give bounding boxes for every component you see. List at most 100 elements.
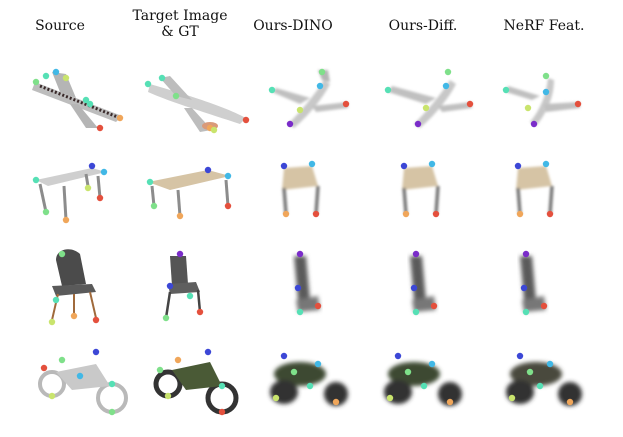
keypoints-layer: [32, 68, 582, 416]
keypoint-marker: [410, 284, 418, 292]
keypoint-marker: [404, 368, 412, 376]
keypoint-marker: [88, 162, 96, 170]
cell-airplane-source: [32, 72, 122, 128]
keypoint-marker: [42, 208, 50, 216]
keypoint-marker: [280, 162, 288, 170]
cell-chair-target: [164, 256, 202, 319]
cell-table-source: [36, 168, 106, 221]
keypoint-marker: [116, 114, 124, 122]
keypoint-marker: [422, 104, 430, 112]
keypoint-marker: [542, 88, 550, 96]
keypoint-marker: [172, 92, 180, 100]
cell-motorcycle-nerf: [506, 362, 582, 406]
keypoint-marker: [144, 80, 152, 88]
keypoint-marker: [446, 398, 454, 406]
keypoint-marker: [48, 318, 56, 326]
keypoint-marker: [204, 348, 212, 356]
keypoint-marker: [444, 68, 452, 76]
keypoint-marker: [58, 356, 66, 364]
keypoint-marker: [522, 250, 530, 258]
keypoint-marker: [156, 366, 164, 374]
keypoint-marker: [574, 100, 582, 108]
keypoint-marker: [82, 96, 90, 104]
keypoint-marker: [400, 162, 408, 170]
keypoint-marker: [108, 408, 116, 416]
keypoint-marker: [524, 104, 532, 112]
keypoint-marker: [70, 312, 78, 320]
header-ours-dino: Ours-DINO: [253, 18, 333, 34]
keypoint-marker: [224, 202, 232, 210]
keypoint-marker: [52, 68, 60, 76]
keypoint-marker: [522, 308, 530, 316]
cell-motorcycle-source: [38, 364, 128, 414]
keypoint-marker: [218, 408, 226, 416]
keypoint-marker: [296, 106, 304, 114]
keypoint-marker: [384, 86, 392, 94]
keypoint-marker: [32, 176, 40, 184]
cell-airplane-target: [148, 76, 246, 132]
keypoint-marker: [428, 360, 436, 368]
cell-motorcycle-dino: [270, 362, 348, 406]
header-ours-diff: Ours-Diff.: [388, 18, 458, 34]
keypoint-marker: [158, 74, 166, 82]
keypoint-marker: [516, 210, 524, 218]
keypoint-marker: [282, 210, 290, 218]
keypoint-marker: [430, 302, 438, 310]
keypoint-marker: [42, 72, 50, 80]
keypoint-marker: [40, 364, 48, 372]
keypoint-marker: [294, 284, 302, 292]
keypoint-marker: [92, 316, 100, 324]
header-target: Target Image & GT: [132, 8, 228, 40]
keypoint-marker: [386, 394, 394, 402]
cell-airplane-dino: [272, 70, 348, 128]
keypoint-marker: [174, 356, 182, 364]
keypoint-marker: [210, 126, 218, 134]
keypoint-marker: [62, 74, 70, 82]
keypoint-marker: [268, 86, 276, 94]
keypoint-marker: [150, 202, 158, 210]
keypoint-marker: [540, 302, 548, 310]
keypoint-marker: [566, 398, 574, 406]
keypoint-marker: [32, 78, 40, 86]
keypoint-marker: [96, 194, 104, 202]
keypoint-marker: [242, 116, 250, 124]
keypoint-marker: [164, 392, 172, 400]
keypoint-marker: [52, 296, 60, 304]
cell-table-target: [148, 170, 230, 217]
keypoint-marker: [76, 372, 84, 380]
keypoint-marker: [186, 292, 194, 300]
cell-chair-source: [51, 249, 97, 321]
cell-table-diff: [402, 166, 440, 215]
keypoint-marker: [62, 216, 70, 224]
keypoint-marker: [108, 380, 116, 388]
cell-table-dino: [282, 166, 320, 215]
keypoint-marker: [530, 120, 538, 128]
keypoint-marker: [224, 172, 232, 180]
keypoint-marker: [48, 392, 56, 400]
keypoint-marker: [96, 124, 104, 132]
keypoint-marker: [296, 250, 304, 258]
keypoint-marker: [176, 212, 184, 220]
keypoint-marker: [432, 210, 440, 218]
keypoint-marker: [196, 308, 204, 316]
keypoint-marker: [84, 184, 92, 192]
keypoint-marker: [442, 82, 450, 90]
keypoint-marker: [166, 282, 174, 290]
keypoint-marker: [414, 120, 422, 128]
keypoint-marker: [394, 352, 402, 360]
keypoint-marker: [290, 368, 298, 376]
keypoint-marker: [332, 398, 340, 406]
keypoint-marker: [176, 250, 184, 258]
keypoint-marker: [146, 178, 154, 186]
keypoint-marker: [520, 284, 528, 292]
keypoint-marker: [312, 210, 320, 218]
keypoint-marker: [92, 348, 100, 356]
keypoint-marker: [420, 382, 428, 390]
header-source: Source: [35, 18, 85, 34]
keypoint-marker: [546, 210, 554, 218]
keypoint-marker: [412, 308, 420, 316]
cell-airplane-diff: [388, 80, 472, 128]
cell-table-nerf: [516, 166, 554, 215]
keypoint-marker: [508, 394, 516, 402]
